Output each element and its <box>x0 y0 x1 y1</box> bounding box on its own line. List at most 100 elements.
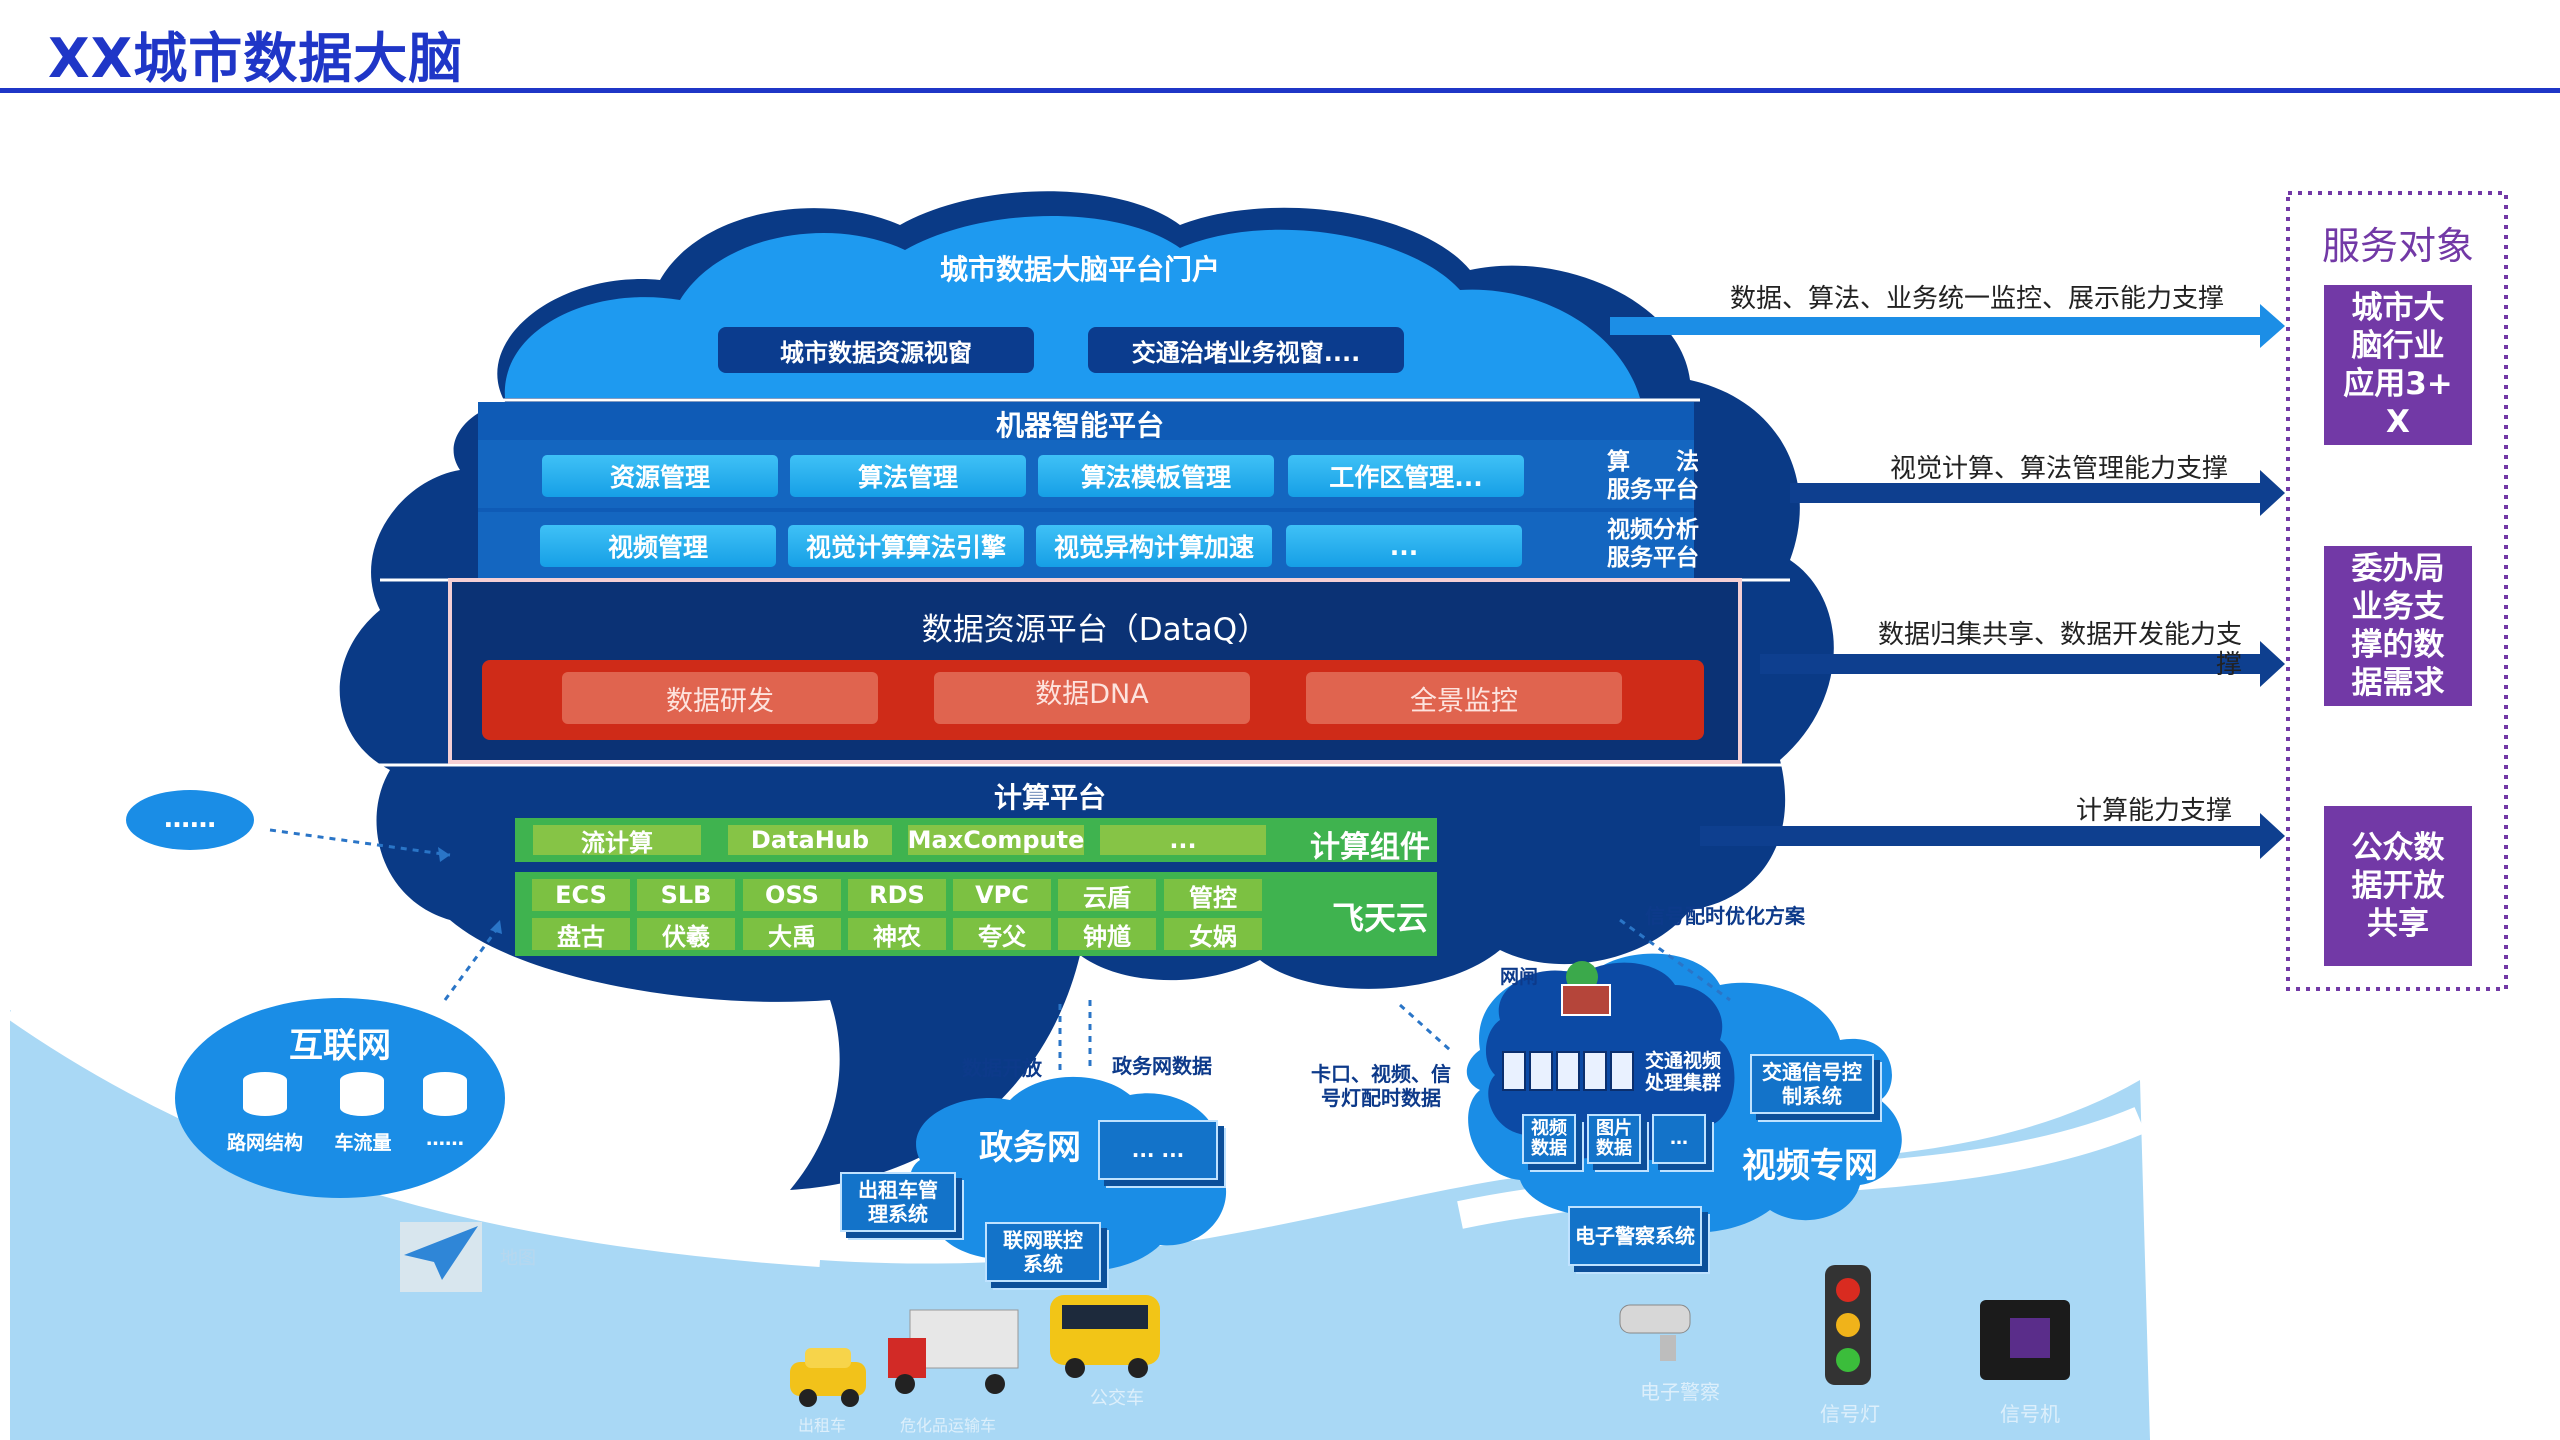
service-agency-data[interactable]: 委办局业务支撑的数据需求 <box>2324 546 2472 706</box>
bottom-label-taxi: 出租车 <box>798 1416 847 1435</box>
ml-row1-side-line-1: 算 法 <box>1607 449 1699 475</box>
ml-item-resource-mgmt[interactable]: 资源管理 <box>542 455 778 497</box>
feitian-label: 飞天云 <box>1331 899 1428 937</box>
ground-wave <box>10 1010 2150 1440</box>
feitian-item-1-2[interactable]: SLB <box>637 879 735 911</box>
data-item-monitoring[interactable]: 全景监控 <box>1306 672 1622 724</box>
ml-item-template-mgmt[interactable]: 算法模板管理 <box>1038 455 1274 497</box>
gov-data-label: 政务网数据 <box>1112 1054 1212 1078</box>
video-card-signal-control-text: 交通信号控制系统 <box>1762 1060 1862 1108</box>
internet-item-more: …… <box>426 1128 464 1150</box>
feitian-item-2-2[interactable]: 伏羲 <box>637 918 735 951</box>
firewall-icon <box>1561 961 1611 1016</box>
portal-button-resource-view[interactable]: 城市数据资源视窗 <box>718 327 1034 373</box>
ml-row2-side-line-1: 视频分析 <box>1607 517 1699 543</box>
gov-card-taxi-system-text: 出租车管理系统 <box>858 1178 938 1226</box>
gov-card-linkage-system[interactable]: 联网联控系统 <box>985 1222 1101 1282</box>
connector-internet <box>443 924 502 1001</box>
ml-item-workspace-mgmt[interactable]: 工作区管理... <box>1288 455 1524 497</box>
feitian-item-2-7[interactable]: 女娲 <box>1164 918 1262 951</box>
portal-title: 城市数据大脑平台门户 <box>939 253 1220 286</box>
arrow-4 <box>1700 813 2285 859</box>
data-item-dna[interactable]: 数据DNA <box>934 672 1250 724</box>
data-platform-title: 数据资源平台（DataQ） <box>921 612 1269 648</box>
feitian-item-1-3[interactable]: OSS <box>743 879 841 911</box>
feitian-item-1-6[interactable]: 云盾 <box>1058 879 1156 912</box>
video-card-video-data[interactable]: 视频数据 <box>1522 1114 1576 1164</box>
gov-card-more[interactable]: ... ... <box>1098 1120 1218 1180</box>
feitian-item-1-4[interactable]: RDS <box>848 879 946 911</box>
feitian-item-2-5[interactable]: 夸父 <box>953 918 1051 951</box>
video-card-image-data-text: 图片数据 <box>1596 1118 1632 1159</box>
traffic-light-icon <box>1825 1265 1871 1385</box>
arrow-3-label: 数据归集共享、数据开发能力支撑 <box>1877 620 2242 680</box>
signal-machine-icon <box>1980 1300 2070 1380</box>
paper-plane-icon <box>400 1222 482 1292</box>
ellipsis-bubble-text: …… <box>164 804 216 834</box>
compute-item-stream[interactable]: 流计算 <box>533 825 701 857</box>
arrow-2 <box>1790 470 2285 516</box>
feitian-item-2-1[interactable]: 盘古 <box>532 918 630 951</box>
data-item-development[interactable]: 数据研发 <box>562 672 878 724</box>
checkpoint-data-label: 卡口、视频、信号灯配时数据 <box>1311 1062 1451 1110</box>
ml-platform-title: 机器智能平台 <box>995 409 1164 442</box>
feitian-item-2-4[interactable]: 神农 <box>848 918 946 951</box>
service-city-brain-apps-text: 城市大脑行业应用3+X <box>2343 290 2453 440</box>
service-public-open-data[interactable]: 公众数据开放共享 <box>2324 806 2472 966</box>
signal-opt-label: 信号配时优化方案 <box>1645 904 1805 928</box>
ml-item-video-mgmt[interactable]: 视频管理 <box>540 525 776 567</box>
feitian-item-2-6[interactable]: 钟馗 <box>1058 918 1156 951</box>
portal-cloud <box>504 215 1640 398</box>
bottom-label-traffic-light: 信号灯 <box>1820 1402 1880 1426</box>
video-card-signal-control[interactable]: 交通信号控制系统 <box>1750 1054 1874 1114</box>
video-card-police-system[interactable]: 电子警察系统 <box>1568 1206 1702 1266</box>
bottom-label-truck: 危化品运输车 <box>900 1416 997 1435</box>
ml-row1-side-line-2: 服务平台 <box>1607 477 1699 503</box>
internet-item-traffic-volume: 车流量 <box>334 1132 392 1154</box>
video-card-image-data[interactable]: 图片数据 <box>1587 1114 1641 1164</box>
arrow-3 <box>1760 641 2285 687</box>
ellipsis-bubble <box>126 790 254 850</box>
compute-item-maxcompute[interactable]: MaxCompute <box>907 825 1085 855</box>
feitian-item-2-3[interactable]: 大禹 <box>743 918 841 951</box>
gis-label: 地图 <box>500 1248 536 1269</box>
bottom-label-bus: 公交车 <box>1090 1388 1144 1409</box>
truck-icon <box>888 1309 1019 1394</box>
compute-item-more[interactable]: ... <box>1100 825 1266 855</box>
video-cluster-label: 交通视频处理集群 <box>1644 1050 1721 1094</box>
compute-item-datahub[interactable]: DataHub <box>728 825 892 855</box>
bottom-label-police: 电子警察 <box>1640 1380 1720 1404</box>
gov-open-label: 数据开放 <box>962 1056 1042 1080</box>
service-city-brain-apps[interactable]: 城市大脑行业应用3+X <box>2324 285 2472 445</box>
compute-title: 计算平台 <box>993 781 1106 814</box>
portal-button-traffic-view[interactable]: 交通治堵业务视窗.... <box>1088 327 1404 373</box>
ml-item-algorithm-mgmt[interactable]: 算法管理 <box>790 455 1026 497</box>
gov-network-title: 政务网 <box>979 1128 1081 1168</box>
service-public-open-data-text: 公众数据开放共享 <box>2351 830 2445 942</box>
ml-item-vision-accel[interactable]: 视觉异构计算加速 <box>1036 525 1272 567</box>
connector-video-opt <box>1619 918 1731 1002</box>
feitian-item-1-7[interactable]: 管控 <box>1164 879 1262 912</box>
arrow-4-label: 计算能力支撑 <box>2076 796 2233 826</box>
service-agency-data-text: 委办局业务支撑的数据需求 <box>2351 551 2445 701</box>
feitian-item-1-1[interactable]: ECS <box>532 879 630 911</box>
gov-card-linkage-system-text: 联网联控系统 <box>1003 1228 1083 1276</box>
internet-item-road-network: 路网结构 <box>226 1132 303 1154</box>
bus-icon <box>1050 1295 1160 1378</box>
service-frame <box>2286 191 2508 991</box>
gov-card-taxi-system[interactable]: 出租车管理系统 <box>840 1172 956 1232</box>
bottom-label-signal-machine: 信号机 <box>2000 1402 2060 1426</box>
ml-item-more[interactable]: ... <box>1286 525 1522 567</box>
page-title: XX城市数据大脑 <box>48 27 464 90</box>
arrow-1-label: 数据、算法、业务统一监控、展示能力支撑 <box>1730 284 2225 314</box>
title-divider <box>0 88 2560 93</box>
compute-components-label: 计算组件 <box>1310 830 1430 865</box>
ml-row2-side-line-2: 服务平台 <box>1607 545 1699 571</box>
ml-item-vision-engine[interactable]: 视觉计算算法引擎 <box>788 525 1024 567</box>
connector-bubble-head <box>438 847 450 862</box>
feitian-item-1-5[interactable]: VPC <box>953 879 1051 911</box>
ml-row1-side-label: 算 法 服务平台 <box>1560 448 1746 504</box>
arrow-2-label: 视觉计算、算法管理能力支撑 <box>1890 454 2229 484</box>
video-card-more[interactable]: … <box>1652 1114 1706 1164</box>
